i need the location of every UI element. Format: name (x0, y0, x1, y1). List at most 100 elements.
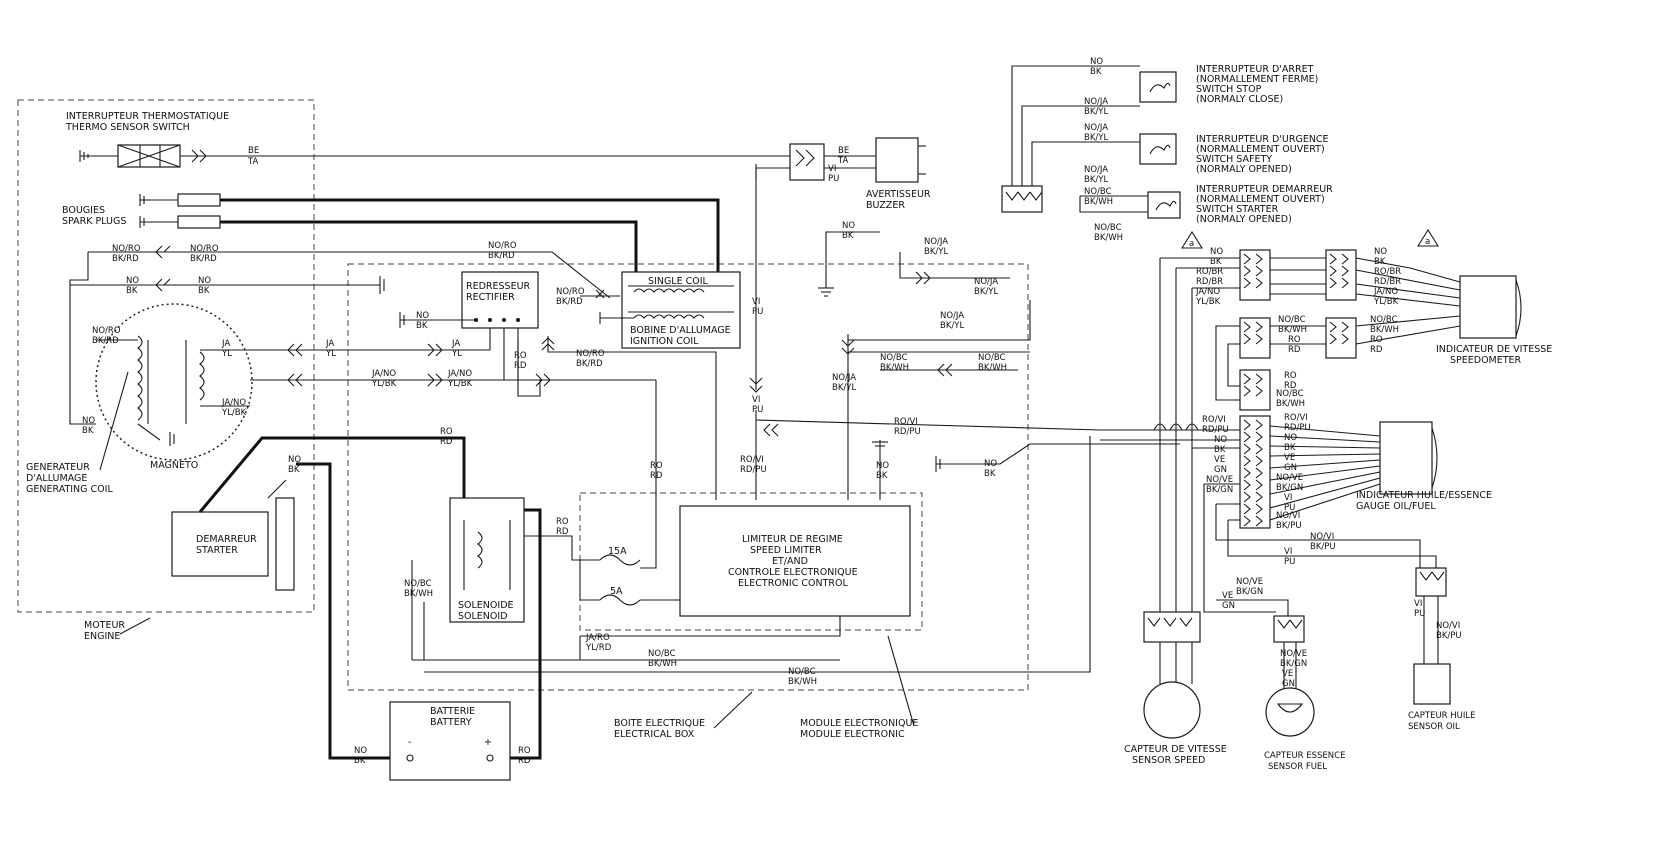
generating-coil-leader (99, 371, 129, 471)
wire-code-ro-vi-box: RO/VI (740, 455, 764, 465)
wire-code-ja-no-2: JA/NO (447, 369, 472, 379)
wire-code-no-gnd2: NO (842, 221, 855, 231)
starter-switch-label-3: SWITCH STARTER (1196, 204, 1279, 215)
fuse-5a-label: 5A (610, 586, 623, 597)
wire-code-bk-rd-mag: BK/RD (92, 336, 119, 346)
wire-code-ja-no-1: JA/NO (371, 369, 396, 379)
gauge-pin-13: VE (1284, 453, 1295, 463)
wire-code-bk-yl-box-1: BK/YL (832, 383, 856, 393)
starter-switch (1147, 191, 1181, 219)
wire-code-bk-yl-sw-3: BK/YL (1084, 175, 1108, 185)
wire-code-ja-mag: JA (221, 339, 230, 349)
fuse-15a-label: 15A (608, 546, 627, 557)
gauge-pin-15: NO/VE (1276, 473, 1303, 483)
wire-code-ro-start: RO (440, 427, 453, 437)
wire-code-no-gnd-box: NO (876, 461, 889, 471)
wire-code-no-bc-box-2: NO/BC (978, 353, 1006, 363)
starter-switch-label-4: (NORMALY OPENED) (1196, 214, 1292, 225)
engine-leader (119, 617, 151, 635)
wire-code-bk-wh-sol: BK/WH (404, 589, 433, 599)
wire-code-pu-oil-2: PU (1414, 609, 1425, 619)
wire-code-bk-pu-oil: BK/PU (1310, 542, 1336, 552)
wire-code-bk-wh-box-2: BK/WH (978, 363, 1007, 373)
wire-code-no-ja-sw-3: NO/JA (1084, 165, 1108, 175)
speedo-pin-11: JA/NO (1373, 287, 1398, 297)
rectifier-label-2: RECTIFIER (466, 292, 515, 303)
wire-code-no-ja-sw-5: NO/JA (974, 277, 998, 287)
wire-code-no-bc-sw-2: NO/BC (1094, 223, 1122, 233)
note-a-2: a (1425, 237, 1430, 247)
speedo-pin-9: RO/BR (1374, 267, 1401, 277)
switch-connector (1001, 65, 1150, 213)
wire-code-vi-box-2: VI (752, 395, 760, 405)
wire-code-rd-bat: RD (518, 756, 531, 766)
wire-code-no-ro-box: NO/RO (576, 349, 605, 359)
wire-code-no-mag: NO (82, 416, 95, 426)
sensor-speed-label-2: SENSOR SPEED (1132, 755, 1205, 766)
single-coil-label: SINGLE COIL (648, 276, 709, 287)
wire-code-rd-start: RD (440, 437, 453, 447)
wire-code-ta-buzz: TA (837, 156, 849, 166)
wire-code-no-ro-1: NO/RO (112, 244, 141, 254)
wire-code-pu-oil: PU (1284, 557, 1295, 567)
safety-switch (1139, 133, 1177, 165)
wire-code-bk-pu-oil-2: BK/PU (1436, 631, 1462, 641)
generating-coil-label-1: GENERATEUR (26, 462, 90, 473)
wire-code-no-bc-bot-2: NO/BC (788, 667, 816, 677)
wire-code-bk-wh-g1: BK/WH (1276, 399, 1305, 409)
wire-code-bk-rgnd: BK (984, 469, 996, 479)
wire-code-no-1: NO (126, 276, 139, 286)
wire-code-no-bc-g1: NO/BC (1276, 389, 1304, 399)
wire-code-no-bc-sol: NO/BC (404, 579, 432, 589)
magneto-rectifier-wires (250, 326, 519, 387)
buzzer (755, 137, 926, 183)
wire-code-bk-yl-sw-1: BK/YL (1084, 107, 1108, 117)
wire-code-rd-sp-2: RD (1370, 345, 1383, 355)
wire-code-bk-2: BK (198, 286, 210, 296)
wire-code-gn-2: GN (1282, 679, 1295, 689)
wire-code-bk-1: BK (126, 286, 138, 296)
bottom-harness (412, 436, 1091, 673)
electronic-module-label-2: MODULE ELECTRONIC (800, 729, 905, 740)
solenoid (411, 497, 581, 661)
starter-switch-label-2: (NORMALLEMENT OUVERT) (1196, 194, 1325, 205)
wire-code-yl-mag: YL (221, 349, 232, 359)
wire-code-rd-pu-box: RD/PU (740, 465, 767, 475)
wire-code-bk-rd-coil: BK/RD (556, 297, 583, 307)
gauge-pin-8: BK/GN (1206, 485, 1233, 495)
wire-code-bk-wh-bot-1: BK/WH (648, 659, 677, 669)
electronic-module-boundary (579, 492, 923, 631)
wire-code-pu-box-1: PU (752, 307, 763, 317)
wire-code-ro-sp-1: RO (1288, 335, 1301, 345)
wire-code-no-sw: NO (1090, 57, 1103, 67)
wire-code-gn-1: GN (1222, 601, 1235, 611)
wire-code-bk-wh-bot-2: BK/WH (788, 677, 817, 687)
wire-code-ja-no-mag: JA/NO (221, 398, 246, 408)
generating-coil-label-2: D'ALLUMAGE (26, 473, 87, 484)
wire-code-vi-box-1: VI (752, 297, 760, 307)
wire-code-ta: TA (247, 157, 259, 167)
buzzer-label-1: AVERTISSEUR (866, 189, 931, 200)
wire-code-no-vi-oil-2: NO/VI (1436, 621, 1460, 631)
gauge-pin-5: VE (1214, 455, 1225, 465)
fuel-sensor (1203, 599, 1315, 737)
starter-switch-label-1: INTERRUPTEUR DEMARREUR (1196, 184, 1333, 195)
wire-code-no-2: NO (198, 276, 211, 286)
wire-code-pu-buzz: PU (828, 174, 839, 184)
wire-code-ro-rect: RO (514, 351, 527, 361)
gauge-pin-9: RO/VI (1284, 413, 1308, 423)
wire-crossings (1153, 423, 1199, 431)
battery-minus: - (408, 737, 411, 748)
electrical-box-leader (713, 691, 753, 729)
wire-code-vi-buzz: VI (828, 164, 836, 174)
gauge-pin-10: RD/PU (1284, 423, 1311, 433)
wire-code-rd-rect: RD (514, 361, 527, 371)
stop-switch-label-3: SWITCH STOP (1196, 84, 1262, 95)
gauge-pin-20: BK/PU (1276, 521, 1302, 531)
electrical-box-boundary (347, 263, 1029, 691)
wire-code-bk-sw: BK (1090, 67, 1102, 77)
wire-code-ro-g1: RO (1284, 371, 1297, 381)
stop-switch (1139, 71, 1177, 103)
wire-code-bk-gn-1: BK/GN (1236, 587, 1263, 597)
starter-label-2: STARTER (196, 545, 238, 556)
